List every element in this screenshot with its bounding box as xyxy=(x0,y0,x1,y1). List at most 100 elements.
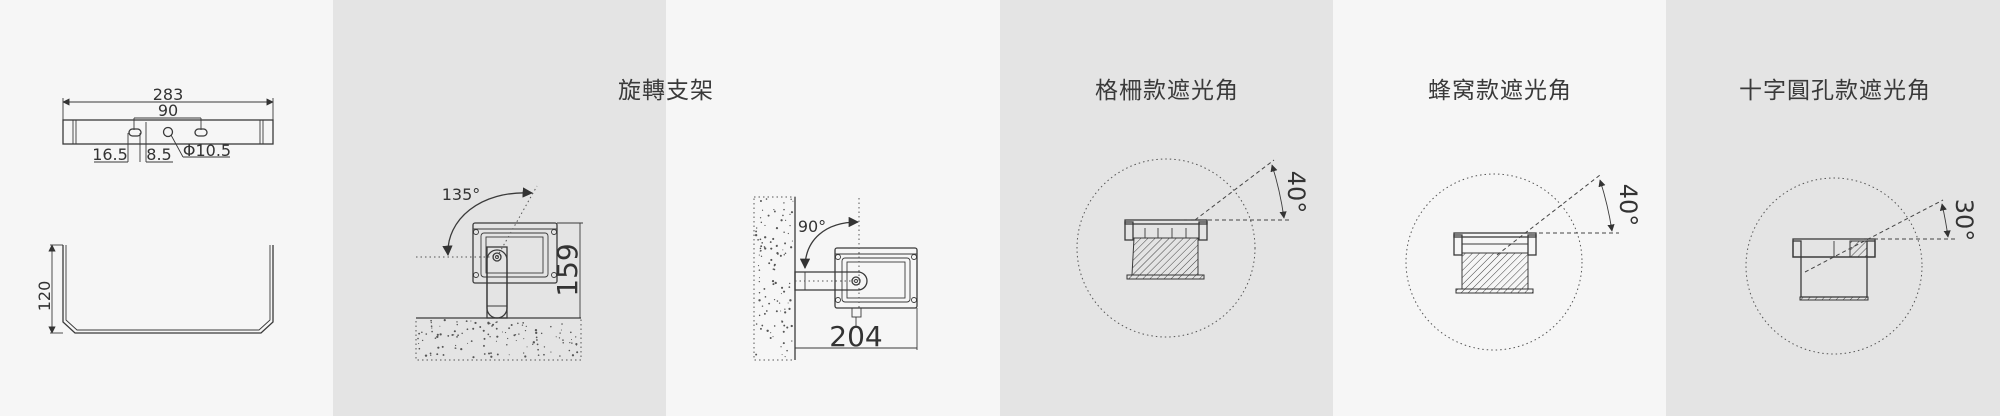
texture-dot xyxy=(525,325,527,328)
cross-hole-angle-drawing: 30° xyxy=(1745,177,1978,355)
texture-dot xyxy=(535,336,538,339)
texture-dot xyxy=(496,335,499,338)
panel-bracket-bg xyxy=(0,0,333,416)
cross-hole-title: 十字圓孔款遮光角 xyxy=(1739,78,1931,104)
texture-dot xyxy=(466,328,469,331)
texture-dot xyxy=(418,342,420,345)
honeycomb-title: 蜂窝款遮光角 xyxy=(1428,78,1572,104)
texture-dot xyxy=(790,324,793,328)
panel-cross-hole-bg xyxy=(1666,0,2000,416)
texture-dot xyxy=(773,325,776,327)
texture-dot xyxy=(490,355,493,358)
texture-dot xyxy=(515,339,517,342)
grille-cutoff-angle: 40° xyxy=(1282,171,1310,214)
texture-dot xyxy=(436,335,439,339)
texture-dot xyxy=(434,337,437,339)
texture-dot xyxy=(472,327,475,330)
texture-dot xyxy=(454,347,456,349)
texture-dot xyxy=(425,333,428,335)
wall-mount-drawing: 90° 204 xyxy=(753,196,918,361)
texture-dot xyxy=(559,355,561,357)
concrete-texture xyxy=(754,198,794,358)
texture-dot xyxy=(550,326,552,328)
panel-wall-mount-bg xyxy=(666,0,1000,416)
ground-rotation-angle: 135° xyxy=(442,185,481,204)
texture-dot xyxy=(771,280,775,283)
texture-dot xyxy=(561,323,563,325)
texture-dot xyxy=(781,320,784,323)
texture-dot xyxy=(451,333,454,336)
texture-dot xyxy=(772,268,775,270)
texture-dot xyxy=(774,281,777,285)
texture-dot xyxy=(421,339,424,342)
cross-hole-cutoff-angle: 30° xyxy=(1950,199,1978,242)
concrete-texture xyxy=(417,319,579,359)
texture-dot xyxy=(786,326,789,329)
texture-dot xyxy=(558,337,561,339)
texture-dot xyxy=(758,280,761,283)
texture-dot xyxy=(536,343,539,346)
texture-dot xyxy=(456,335,458,338)
texture-dot xyxy=(526,346,528,348)
texture-dot xyxy=(457,334,459,337)
texture-dot xyxy=(489,322,491,324)
texture-dot xyxy=(470,320,472,322)
texture-dot xyxy=(487,321,490,325)
texture-dot xyxy=(439,333,442,336)
height-dimension: 120 xyxy=(35,281,54,312)
texture-dot xyxy=(524,330,527,332)
width-dimension: 283 xyxy=(153,85,184,104)
texture-dot xyxy=(783,254,785,256)
texture-dot xyxy=(521,324,524,326)
texture-dot xyxy=(791,340,793,342)
texture-dot xyxy=(780,293,782,295)
texture-dot xyxy=(782,330,785,333)
texture-dot xyxy=(770,247,773,250)
texture-dot xyxy=(510,324,513,327)
texture-dot xyxy=(569,342,571,344)
texture-dot xyxy=(495,340,498,342)
texture-dot xyxy=(467,342,469,344)
texture-dot xyxy=(783,231,785,233)
texture-dot xyxy=(430,321,432,324)
texture-dot xyxy=(443,319,446,322)
texture-dot xyxy=(536,339,538,341)
texture-dot xyxy=(424,354,428,357)
texture-dot xyxy=(761,324,764,327)
texture-dot xyxy=(506,344,508,346)
texture-dot xyxy=(783,290,786,293)
texture-dot xyxy=(522,322,525,324)
texture-dot xyxy=(760,245,763,248)
texture-dot xyxy=(773,210,776,213)
texture-dot xyxy=(761,305,764,307)
texture-dot xyxy=(765,198,768,200)
texture-dot xyxy=(439,325,441,327)
texture-dot xyxy=(770,332,772,334)
texture-dot xyxy=(482,329,485,332)
texture-dot xyxy=(495,327,498,330)
texture-dot xyxy=(465,320,468,323)
texture-dot xyxy=(783,208,785,211)
offset-a-dimension: 16.5 xyxy=(92,145,128,164)
texture-dot xyxy=(770,258,773,262)
texture-dot xyxy=(522,352,525,354)
texture-dot xyxy=(790,246,793,249)
texture-dot xyxy=(430,319,432,322)
texture-dot xyxy=(758,314,761,317)
texture-dot xyxy=(487,333,490,336)
texture-dot xyxy=(775,310,778,313)
texture-dot xyxy=(780,310,782,312)
texture-dot xyxy=(571,354,575,357)
texture-dot xyxy=(523,338,525,340)
texture-dot xyxy=(431,327,433,329)
texture-dot xyxy=(779,254,782,257)
texture-dot xyxy=(532,343,534,345)
texture-dot xyxy=(763,287,766,290)
texture-dot xyxy=(483,337,486,340)
texture-dot xyxy=(784,311,787,314)
texture-dot xyxy=(776,244,778,247)
texture-dot xyxy=(787,302,789,304)
grille-angle-drawing: 40° xyxy=(1076,158,1310,338)
texture-dot xyxy=(513,334,516,337)
texture-dot xyxy=(488,352,491,355)
